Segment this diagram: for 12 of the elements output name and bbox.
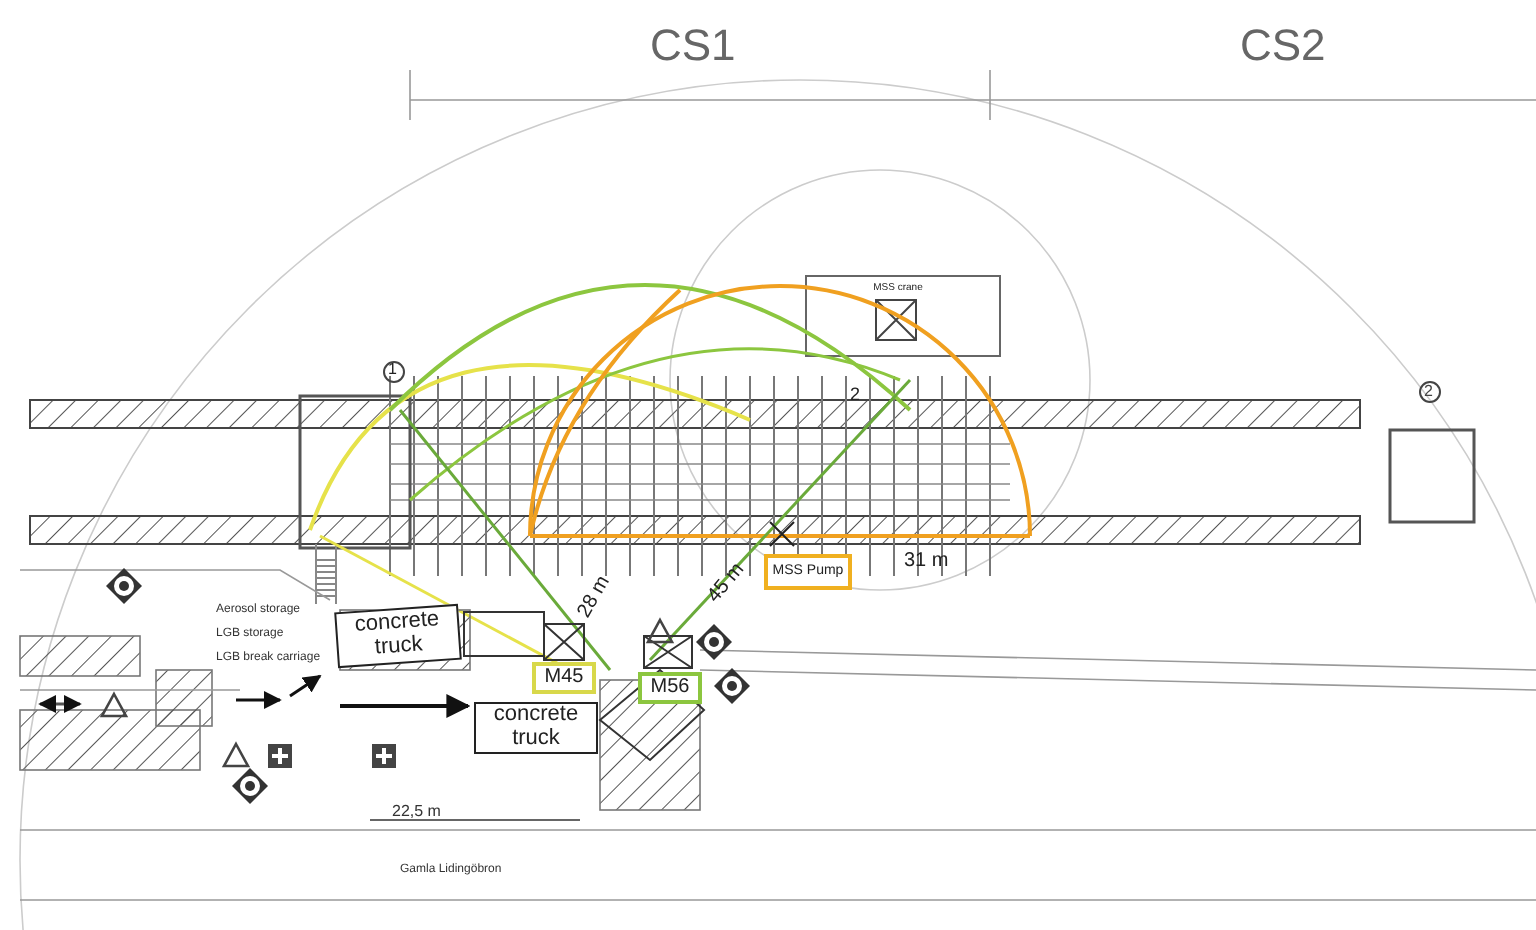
dimension-text: 45 m [703, 558, 749, 608]
section-label: CS2 [1240, 20, 1326, 72]
vehicle-box: concrete truck [334, 603, 462, 669]
equipment-box: M45 [532, 662, 596, 694]
dimension-text: 22,5 m [392, 802, 441, 820]
vehicle-box: concrete truck [474, 702, 598, 754]
equipment-box: M56 [638, 672, 702, 704]
dimension-text: 28 m [573, 572, 615, 622]
axis-number: 1 [388, 360, 397, 378]
axis-number: 2 [1424, 382, 1433, 400]
section-label: CS1 [650, 20, 736, 72]
axis-number: 2 [850, 384, 861, 404]
